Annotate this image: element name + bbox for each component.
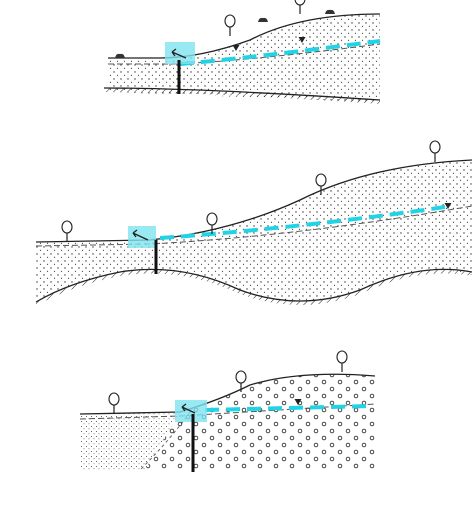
spring-outflow-arrow-icon bbox=[132, 229, 149, 241]
aquiclude-line bbox=[108, 43, 381, 65]
panel-bottom bbox=[79, 350, 376, 472]
tree-icon bbox=[429, 140, 441, 163]
aquiclude-line bbox=[35, 205, 473, 247]
panel-top bbox=[103, 0, 381, 104]
spring-outflow-arrow-icon bbox=[171, 48, 187, 59]
tree-icon bbox=[224, 14, 236, 37]
spring-zone bbox=[165, 42, 195, 64]
tree-icon bbox=[108, 392, 120, 415]
gravel-layer bbox=[145, 374, 375, 470]
fine-sediment-wedge bbox=[80, 412, 180, 470]
panel-middle bbox=[35, 140, 473, 306]
bedrock-hatching bbox=[104, 88, 380, 104]
bush-icon bbox=[258, 17, 268, 22]
tree-icon bbox=[336, 350, 348, 373]
bush-icon bbox=[325, 9, 335, 14]
tree-icon bbox=[294, 0, 306, 15]
spring-outflow-arrow-icon bbox=[181, 403, 196, 414]
bedrock-hatching bbox=[36, 269, 472, 306]
tree-icon bbox=[61, 220, 73, 243]
bush-icon bbox=[115, 53, 125, 58]
water-table bbox=[179, 39, 381, 66]
